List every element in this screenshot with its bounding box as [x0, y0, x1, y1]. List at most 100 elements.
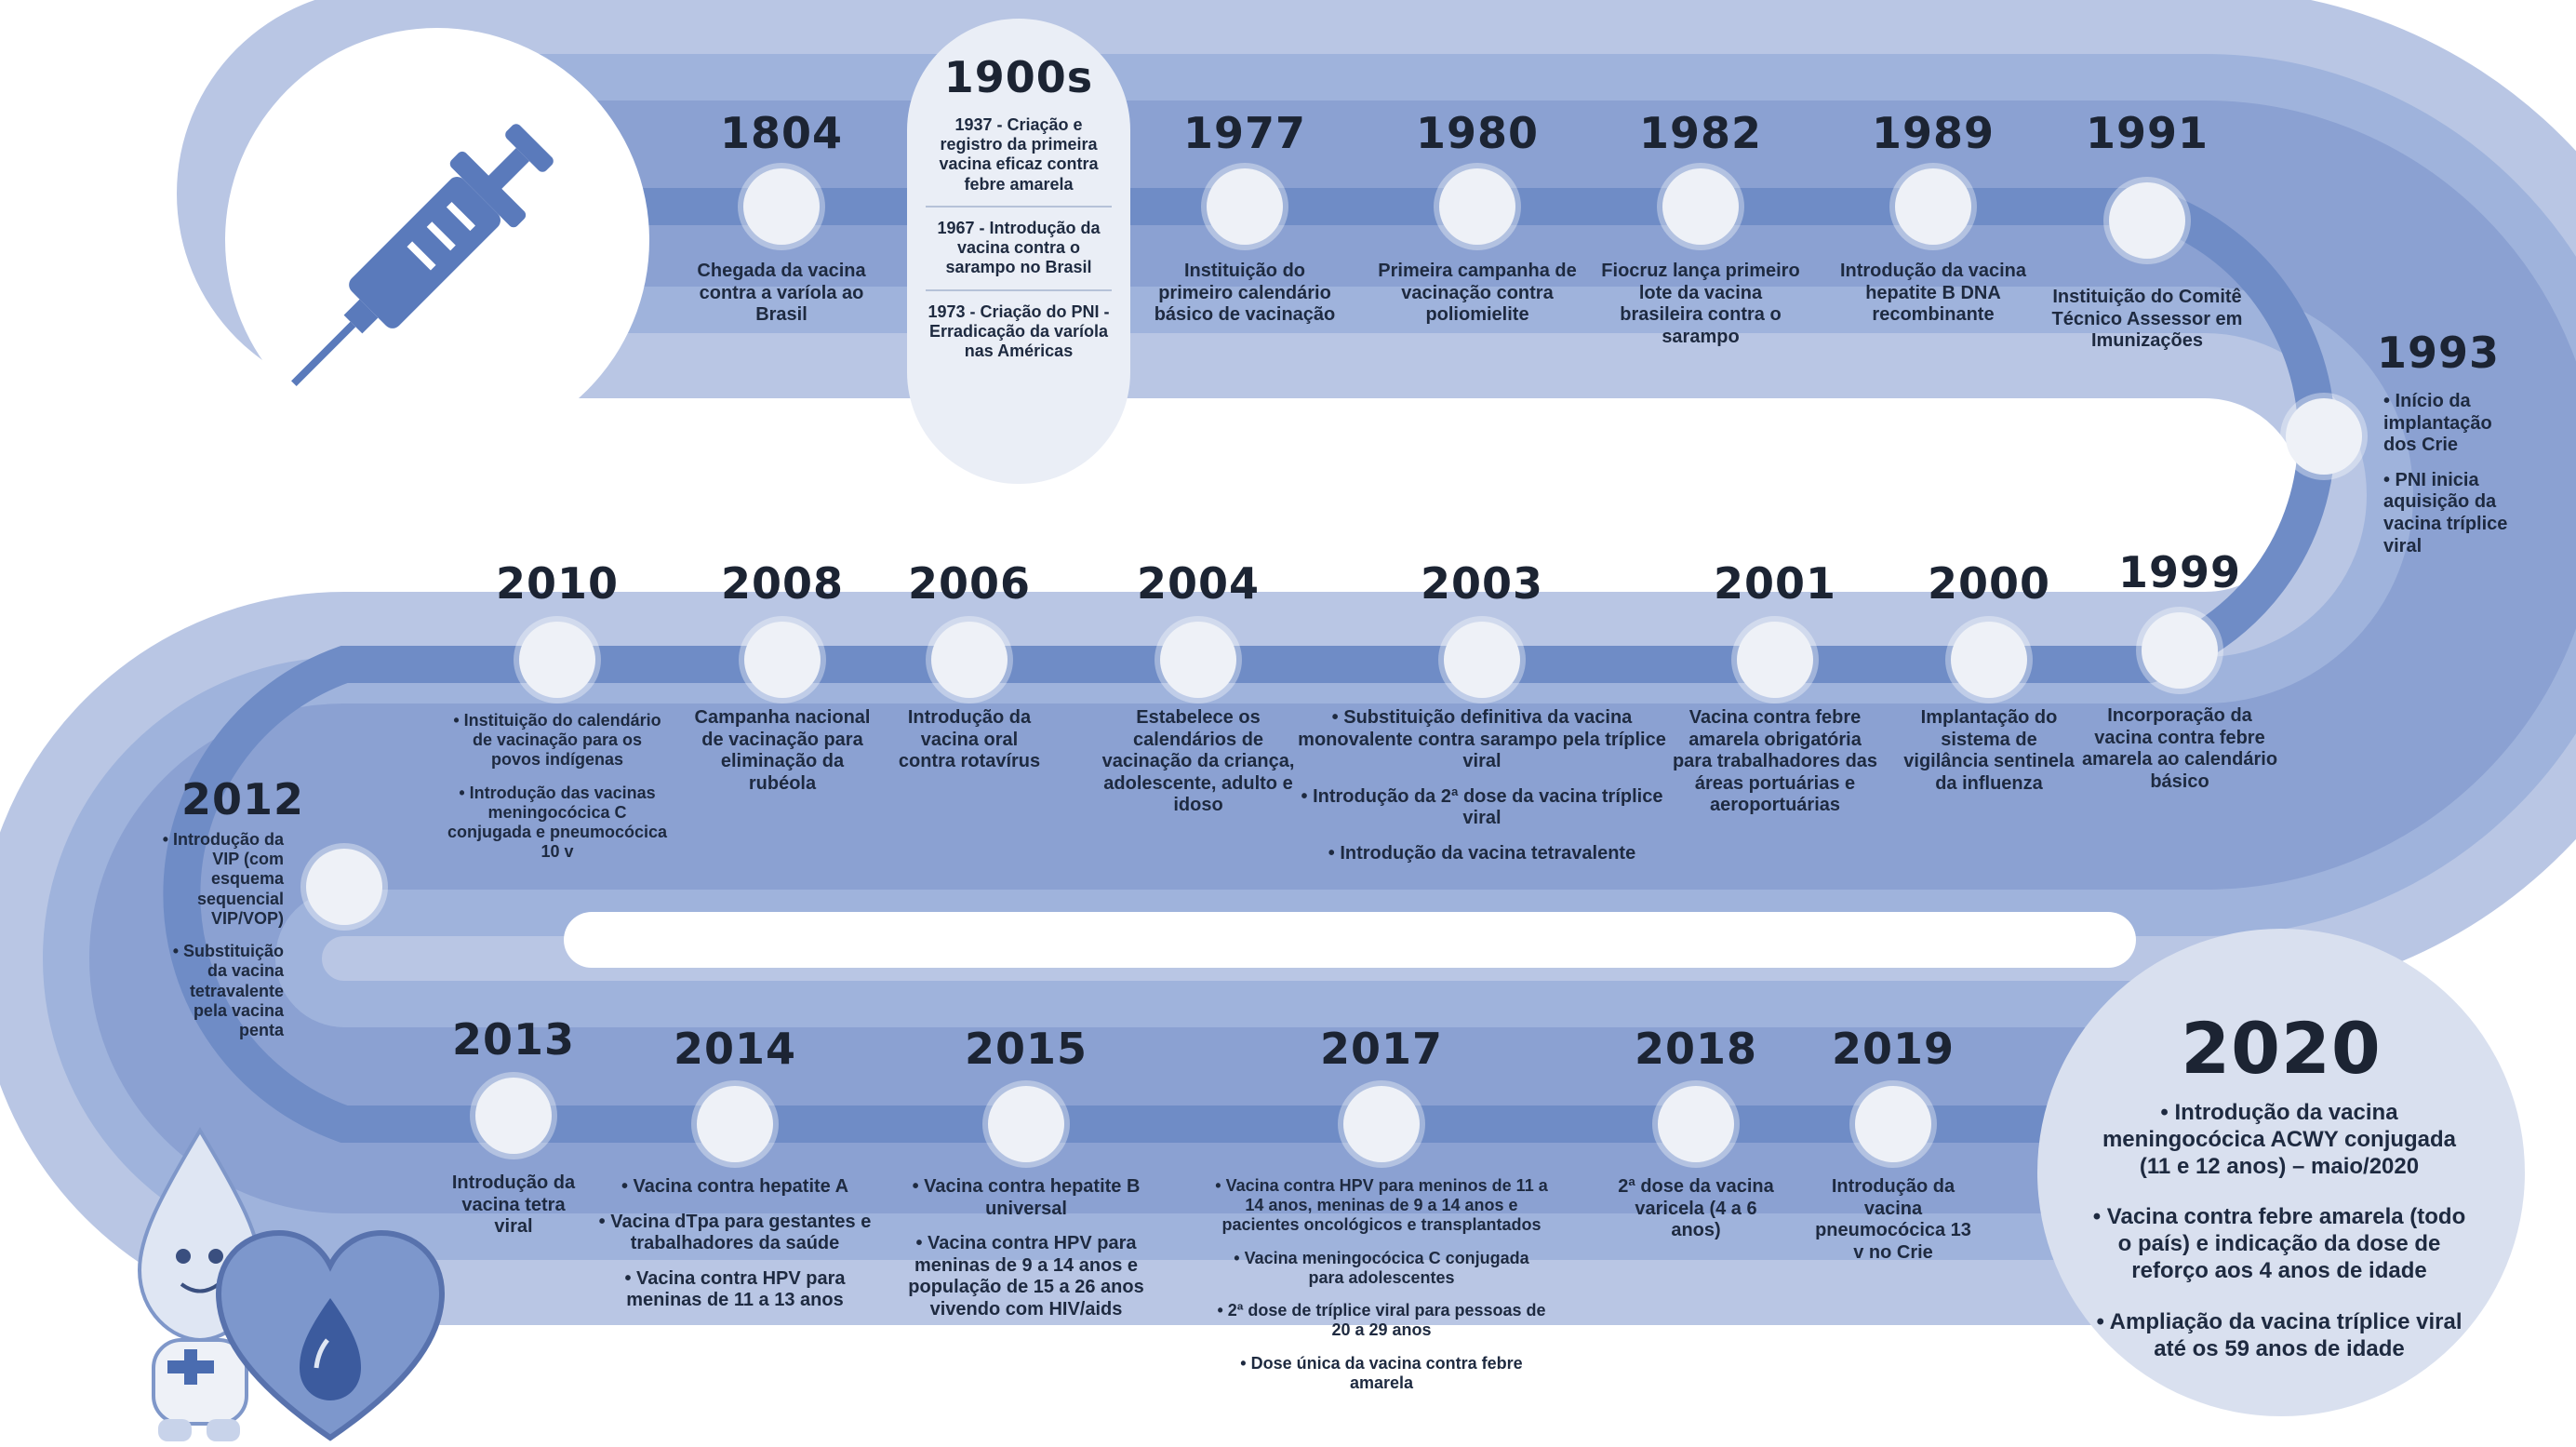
year-2008: 2008 [720, 558, 845, 609]
desc-2014: • Vacina contra hepatite A • Vacina dTpa… [595, 1176, 874, 1312]
desc-2004: Estabelece os calendários de vacinação d… [1087, 707, 1310, 817]
desc-1993: • Início da implantação dos Crie • PNI i… [2383, 391, 2523, 557]
node-1982 [1662, 168, 1739, 245]
desc-1982: Fiocruz lança primeiro lote da vacina br… [1598, 261, 1803, 348]
inner-band [89, 100, 2576, 1213]
year-2013: 2013 [451, 1014, 576, 1065]
desc-2015-line-2: • Vacina contra HPV para meninas de 9 a … [908, 1233, 1144, 1320]
desc-2019-line-1: Introdução da vacina pneumocócica 13 v n… [1815, 1176, 1971, 1263]
desc-1977: Instituição do primeiro calendário básic… [1147, 261, 1342, 327]
desc-2008: Campanha nacional de vacinação para elim… [694, 707, 871, 795]
desc-1900s-line-1: 1937 - Criação e registro da primeira va… [926, 104, 1112, 208]
year-1804: 1804 [719, 108, 844, 158]
desc-2008-line-1: Campanha nacional de vacinação para elim… [694, 707, 871, 794]
node-2018 [1658, 1086, 1734, 1162]
syringe-icon [291, 124, 554, 386]
node-2008 [744, 622, 821, 698]
desc-2017-line-1: • Vacina contra HPV para meninos de 11 a… [1215, 1176, 1548, 1235]
desc-2006-line-1: Introdução da vacina oral contra rotavír… [898, 707, 1041, 772]
year-2003: 2003 [1420, 558, 1544, 609]
year-1977: 1977 [1182, 108, 1307, 158]
pill-1900s-bg [907, 19, 1130, 484]
desc-2020: • Introdução da vacina meningocócica ACW… [2084, 1100, 2475, 1362]
desc-2003-line-1: • Substituição definitiva da vacina mono… [1298, 707, 1666, 772]
desc-2012-line-2: • Substituição da vacina tetravalente pe… [172, 942, 284, 1040]
desc-1900s-line-2: 1967 - Introdução da vacina contra o sar… [926, 208, 1112, 291]
desc-2012-line-1: • Introdução da VIP (com esquema sequenc… [162, 830, 284, 928]
year-2000: 2000 [1927, 558, 2051, 609]
desc-2010: • Instituição do calendário de vacinação… [446, 711, 669, 863]
year-1991: 1991 [2085, 108, 2209, 158]
node-2000 [1951, 622, 2027, 698]
node-1993 [2286, 398, 2362, 475]
desc-2010-line-2: • Introdução das vacinas meningocócica C… [447, 783, 668, 862]
desc-1991-line-1: Instituição do Comitê Técnico Assessor e… [2051, 287, 2243, 352]
node-1977 [1207, 168, 1283, 245]
desc-1993-line-1: • Início da implantação dos Crie [2383, 391, 2492, 456]
year-2014: 2014 [673, 1024, 797, 1074]
desc-2014-line-2: • Vacina dTpa para gestantes e trabalhad… [598, 1211, 872, 1254]
desc-1989: Introdução da vacina hepatite B DNA reco… [1835, 261, 2031, 327]
desc-1900s-line-3: 1973 - Criação do PNI - Erradicação da v… [928, 301, 1110, 361]
desc-2017-line-3: • 2ª dose de tríplice viral para pessoas… [1217, 1301, 1546, 1340]
year-2004: 2004 [1136, 558, 1261, 609]
desc-1991: Instituição do Comitê Técnico Assessor e… [2049, 287, 2245, 353]
desc-2013-line-1: Introdução da vacina tetra viral [451, 1172, 576, 1238]
row-gap-1 [1014, 439, 2214, 497]
node-1999 [2142, 612, 2218, 689]
node-2006 [931, 622, 1008, 698]
desc-1980-line-1: Primeira campanha de vacinação contra po… [1378, 261, 1577, 326]
node-2014 [697, 1086, 773, 1162]
desc-2019: Introdução da vacina pneumocócica 13 v n… [1814, 1176, 1972, 1264]
node-2003 [1444, 622, 1520, 698]
desc-1804-line-1: Chegada da vacina contra a varíola ao Br… [697, 261, 866, 326]
year-1989: 1989 [1871, 108, 1995, 158]
desc-2018: 2ª dose da vacina varicela (4 a 6 anos) [1617, 1176, 1775, 1242]
desc-2000-line-1: Implantação do sistema de vigilância sen… [1903, 707, 2075, 794]
desc-1989-line-1: Introdução da vacina hepatite B DNA reco… [1839, 261, 2027, 326]
desc-2003: • Substituição definitiva da vacina mono… [1296, 707, 1668, 865]
desc-2004-line-1: Estabelece os calendários de vacinação d… [1101, 707, 1295, 816]
year-2018: 2018 [1634, 1024, 1758, 1074]
node-1989 [1895, 168, 1971, 245]
heart-drop-icon [215, 1229, 446, 1441]
desc-2003-line-3: • Introdução da vacina tetravalente [1328, 842, 1636, 864]
node-2001 [1737, 622, 1813, 698]
desc-2017-line-4: • Dose única da vacina contra febre amar… [1240, 1353, 1523, 1392]
desc-1900s: 1937 - Criação e registro da primeira va… [926, 104, 1112, 372]
year-2012: 2012 [181, 774, 305, 824]
year-1900s: 1900s [943, 52, 1094, 102]
node-2017 [1343, 1086, 1420, 1162]
desc-2020-line-3: • Ampliação da vacina tríplice viral até… [2096, 1308, 2463, 1361]
year-1999: 1999 [2117, 547, 2242, 597]
node-2012 [306, 849, 382, 925]
desc-2014-line-3: • Vacina contra HPV para meninas de 11 a… [624, 1267, 846, 1311]
year-2006: 2006 [907, 558, 1032, 609]
node-1804 [743, 168, 820, 245]
year-2010: 2010 [495, 558, 620, 609]
desc-2020-line-2: • Vacina contra febre amarela (todo o pa… [2092, 1204, 2466, 1283]
desc-2012: • Introdução da VIP (com esquema sequenc… [158, 830, 284, 1040]
desc-2018-line-1: 2ª dose da vacina varicela (4 a 6 anos) [1618, 1176, 1774, 1241]
desc-2017: • Vacina contra HPV para meninos de 11 a… [1214, 1176, 1549, 1393]
desc-2013: Introdução da vacina tetra viral [444, 1172, 583, 1239]
desc-2006: Introdução da vacina oral contra rotavír… [895, 707, 1044, 773]
node-2019 [1855, 1086, 1931, 1162]
node-2004 [1160, 622, 1236, 698]
desc-2010-line-1: • Instituição do calendário de vacinação… [453, 711, 661, 770]
desc-1982-line-1: Fiocruz lança primeiro lote da vacina br… [1601, 261, 1800, 347]
year-2001: 2001 [1713, 558, 1837, 609]
desc-1999: Incorporação da vacina contra febre amar… [2077, 705, 2282, 793]
desc-1804: Chegada da vacina contra a varíola ao Br… [688, 261, 874, 327]
year-2019: 2019 [1831, 1024, 1955, 1074]
node-2013 [475, 1078, 552, 1154]
year-2020: 2020 [2181, 1007, 2382, 1090]
desc-2017-line-2: • Vacina meningocócica C conjugada para … [1234, 1248, 1529, 1287]
desc-2015-line-1: • Vacina contra hepatite B universal [912, 1176, 1141, 1219]
node-2015 [988, 1086, 1064, 1162]
year-2017: 2017 [1319, 1024, 1444, 1074]
desc-2014-line-1: • Vacina contra hepatite A [621, 1176, 849, 1197]
desc-2020-line-1: • Introdução da vacina meningocócica ACW… [2102, 1100, 2457, 1179]
node-2010 [519, 622, 595, 698]
